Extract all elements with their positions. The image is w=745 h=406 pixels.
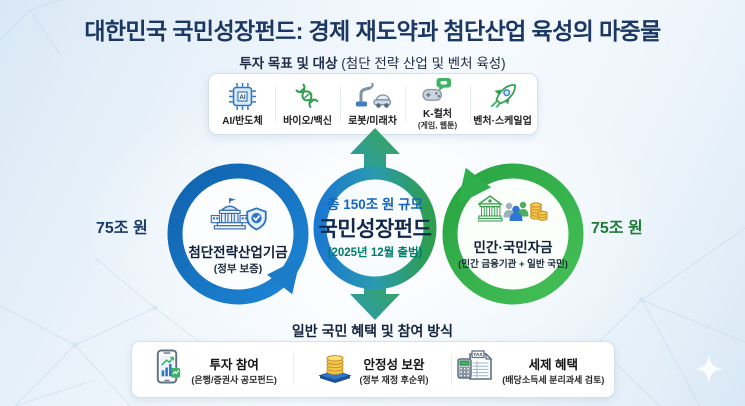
benefit-subtitle: (은행/증권사 공모펀드) xyxy=(191,374,277,385)
benefit-subtitle: (배당소득세 분리과세 검토) xyxy=(502,374,605,385)
top-heading-main: 투자 목표 및 대상 xyxy=(239,56,338,71)
svg-text:TAX: TAX xyxy=(474,352,484,358)
page-title: 대한민국 국민성장펀드: 경제 재도약과 첨단산업 육성의 마중물 xyxy=(84,18,661,44)
top-section-heading: 투자 목표 및 대상 (첨단 전략 산업 및 벤처 육성) xyxy=(0,52,745,72)
target-sublabel: (게임, 웹툰) xyxy=(417,121,458,130)
top-heading-note: (첨단 전략 산업 및 벤처 육성) xyxy=(341,56,506,71)
divider xyxy=(404,86,406,122)
target-item-bio-vaccine: 바이오/백신 xyxy=(276,77,340,131)
investment-targets-panel: AI AI/반도체 바이오/백신 xyxy=(207,73,538,135)
bank-people-coins-icon xyxy=(476,193,548,234)
target-label: AI/반도체 xyxy=(222,116,263,127)
divider xyxy=(451,354,453,385)
left-fund-content: 첨단전략산업기금 (정부 보증) xyxy=(168,197,308,276)
rocket-icon xyxy=(489,81,517,111)
divider xyxy=(339,86,341,122)
left-fund-subtitle: (정부 보증) xyxy=(213,263,263,275)
svg-text:AI: AI xyxy=(239,94,246,101)
benefit-title: 투자 참여 xyxy=(209,357,259,372)
phone-investment-icon xyxy=(151,349,184,390)
center-fund-scale: 총 150조 원 규모 xyxy=(327,197,423,212)
bottom-section-heading: 일반 국민 혜택 및 참여 방식 xyxy=(291,323,454,339)
benefit-item-investment: 투자 참여 (은행/증권사 공모펀드) xyxy=(136,345,293,394)
right-fund-content: 민간·국민자금 (민간 금융기관 + 일반 국민) xyxy=(438,193,588,270)
sparkle-star-icon xyxy=(694,354,724,384)
divider xyxy=(469,86,471,122)
center-fund-content: 총 150조 원 규모 국민성장펀드 (2025년 12월 출범) xyxy=(306,193,444,260)
target-label: 로봇/미래차 xyxy=(348,116,397,127)
benefit-subtitle: (정부 재정 후순위) xyxy=(359,374,429,385)
tax-calculator-icon: TAX xyxy=(457,350,495,389)
left-amount-label: 75조 원 xyxy=(96,220,148,237)
target-item-k-culture: K-컬처 (게임, 웹툰) xyxy=(406,77,470,131)
robot-future-car-icon xyxy=(355,81,391,111)
left-fund-title: 첨단전략산업기금 xyxy=(188,245,288,260)
coin-stack-platform-icon xyxy=(317,350,353,389)
benefit-title: 안정성 보완 xyxy=(363,357,425,372)
benefit-item-stability: 안정성 보완 (정부 재정 후순위) xyxy=(294,345,451,394)
government-building-shield-icon xyxy=(209,197,267,239)
right-amount-label: 75조 원 xyxy=(591,220,643,237)
citizen-benefits-panel: 투자 참여 (은행/증권사 공모펀드) xyxy=(130,341,615,398)
ai-chip-icon: AI xyxy=(229,81,256,111)
target-item-robot-future-car: 로봇/미래차 xyxy=(341,77,405,131)
target-label: K-컬처 xyxy=(423,109,452,120)
target-label: 바이오/백신 xyxy=(283,116,332,127)
center-fund-launch: (2025년 12월 출범) xyxy=(327,247,423,259)
right-fund-subtitle: (민간 금융기관 + 일반 국민) xyxy=(458,259,568,270)
center-fund-name: 국민성장펀드 xyxy=(318,218,432,241)
target-item-venture-scaleup: 벤처·스케일업 xyxy=(471,77,535,131)
dna-icon xyxy=(294,81,321,111)
right-fund-title: 민간·국민자금 xyxy=(473,240,553,255)
target-label: 벤처·스케일업 xyxy=(473,116,532,127)
target-item-ai-semiconductor: AI AI/반도체 xyxy=(211,77,275,131)
game-controller-icon xyxy=(422,77,453,104)
benefit-title: 세제 혜택 xyxy=(528,357,579,372)
divider xyxy=(292,354,294,385)
benefit-item-tax: TAX 세제 혜택 (배당소득세 분리과세 검토) xyxy=(452,345,609,394)
divider xyxy=(274,86,276,122)
